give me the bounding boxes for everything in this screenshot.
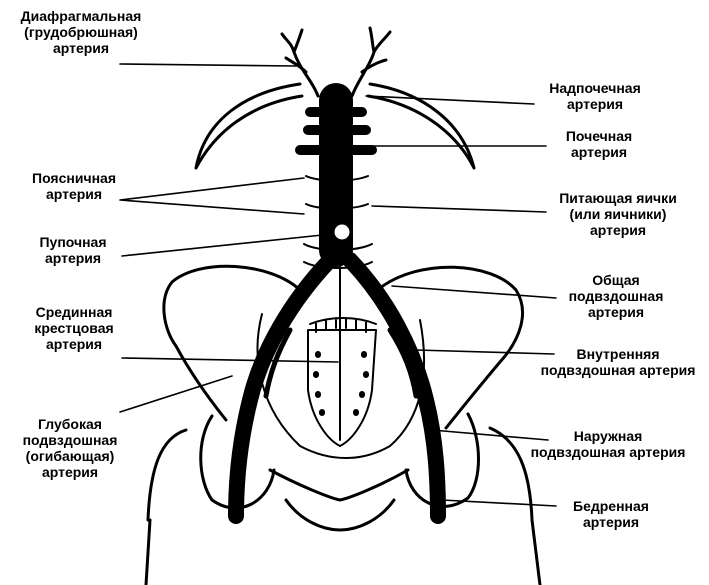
- label-deep-circumflex-line3: (огибающая): [6, 448, 134, 464]
- label-median-sacral-line2: крестцовая: [14, 320, 134, 336]
- label-diaphragmatic-line3: артерия: [6, 40, 156, 56]
- umbilical-marker: [333, 223, 351, 241]
- label-lumbar-line2: артерия: [14, 186, 134, 202]
- label-common-iliac-line2: подвздошная: [556, 288, 676, 304]
- label-femoral-artery: Бедренная артерия: [556, 498, 666, 530]
- label-gonadal-artery: Питающая яички (или яичники) артерия: [548, 190, 688, 238]
- leader-median-sacral: [122, 358, 338, 362]
- label-umbilical-artery: Пупочная артерия: [18, 234, 128, 266]
- label-common-iliac-line1: Общая: [556, 272, 676, 288]
- label-external-iliac-line2: подвздошная артерия: [520, 444, 696, 460]
- label-external-iliac-line1: Наружная: [520, 428, 696, 444]
- label-diaphragmatic-artery: Диафрагмальная (грудобрюшная) артерия: [6, 8, 156, 56]
- label-median-sacral-line3: артерия: [14, 336, 134, 352]
- label-internal-iliac-line2: подвздошная артерия: [530, 362, 706, 378]
- label-suprarenal-line2: артерия: [530, 96, 660, 112]
- label-deep-circumflex-line4: артерия: [6, 464, 134, 480]
- label-diaphragmatic-line1: Диафрагмальная: [6, 8, 156, 24]
- label-lumbar-line1: Поясничная: [14, 170, 134, 186]
- sacrum: [308, 330, 376, 446]
- label-renal-artery: Почечная артерия: [544, 128, 654, 160]
- label-gonadal-line1: Питающая яички: [548, 190, 688, 206]
- leader-umbilical: [122, 234, 332, 256]
- label-internal-iliac-artery: Внутренняя подвздошная артерия: [530, 346, 706, 378]
- label-femoral-line1: Бедренная: [556, 498, 666, 514]
- label-umbilical-line2: артерия: [18, 250, 128, 266]
- label-diaphragmatic-line2: (грудобрюшная): [6, 24, 156, 40]
- label-deep-circumflex-iliac-artery: Глубокая подвздошная (огибающая) артерия: [6, 416, 134, 480]
- leader-common-iliac: [392, 286, 556, 298]
- label-renal-line2: артерия: [544, 144, 654, 160]
- label-median-sacral-line1: Срединная: [14, 304, 134, 320]
- label-median-sacral-artery: Срединная крестцовая артерия: [14, 304, 134, 352]
- label-lumbar-artery: Поясничная артерия: [14, 170, 134, 202]
- leader-diaphragmatic: [120, 64, 296, 66]
- label-external-iliac-artery: Наружная подвздошная артерия: [520, 428, 696, 460]
- leader-gonadal: [372, 206, 546, 212]
- label-renal-line1: Почечная: [544, 128, 654, 144]
- label-gonadal-line3: артерия: [548, 222, 688, 238]
- pubic-rami: [270, 470, 408, 530]
- label-gonadal-line2: (или яичники): [548, 206, 688, 222]
- label-common-iliac-line3: артерия: [556, 304, 676, 320]
- label-femoral-line2: артерия: [556, 514, 666, 530]
- label-suprarenal-line1: Надпочечная: [530, 80, 660, 96]
- label-deep-circumflex-line1: Глубокая: [6, 416, 134, 432]
- label-umbilical-line1: Пупочная: [18, 234, 128, 250]
- diaphragm-left-arch: [196, 84, 302, 168]
- label-internal-iliac-line1: Внутренняя: [530, 346, 706, 362]
- label-deep-circumflex-line2: подвздошная: [6, 432, 134, 448]
- label-suprarenal-artery: Надпочечная артерия: [530, 80, 660, 112]
- leader-lumbar: [120, 178, 304, 214]
- left-hip-femur: [146, 416, 274, 585]
- label-common-iliac-artery: Общая подвздошная артерия: [556, 272, 676, 320]
